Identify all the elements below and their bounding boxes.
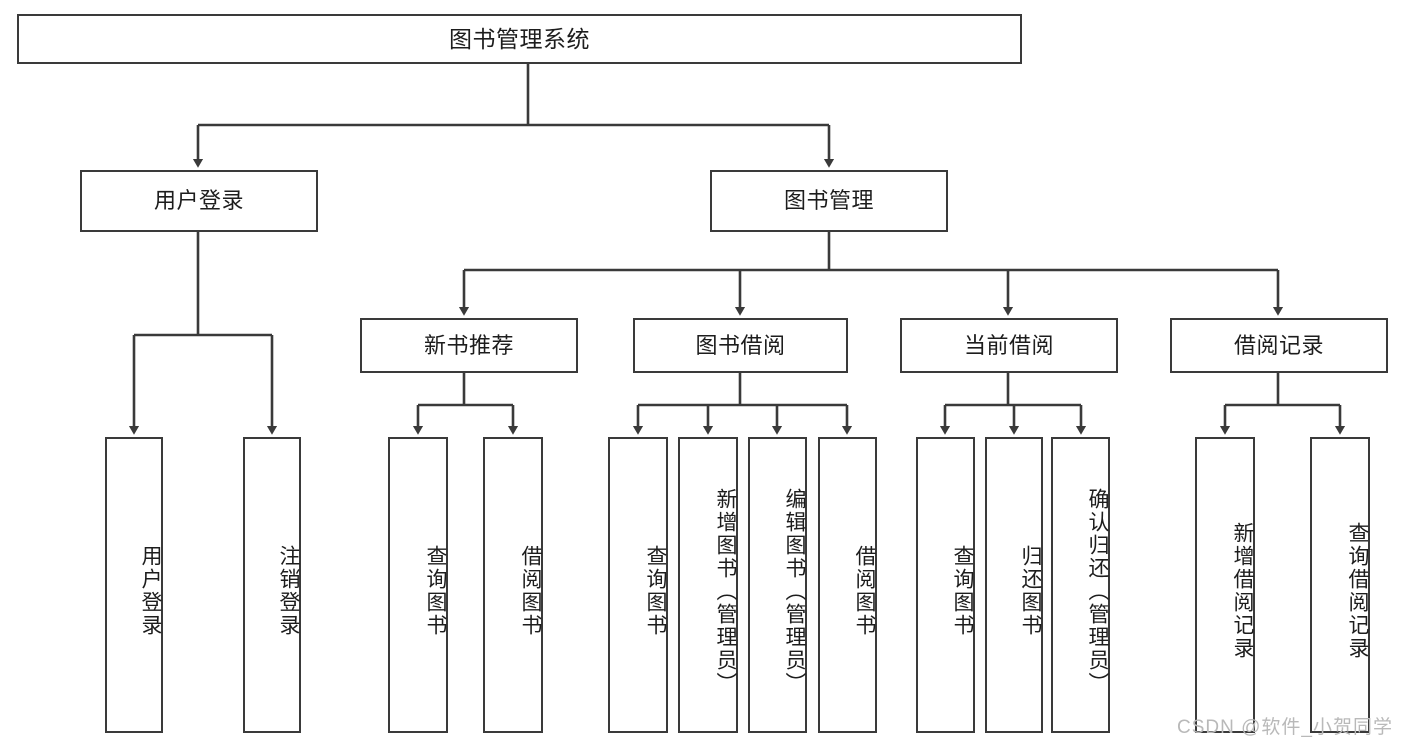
node-book-manage[interactable]: 图书管理 xyxy=(710,170,948,232)
node-leaf-label: 查询借阅记录 xyxy=(1346,522,1369,660)
node-leaf-borrow-record-query[interactable]: 查询借阅记录 xyxy=(1310,437,1370,733)
node-new-book-label: 新书推荐 xyxy=(423,332,514,358)
node-leaf-user-login-logout[interactable]: 注销登录 xyxy=(243,437,301,733)
node-leaf-label: 查询图书 xyxy=(951,545,974,637)
node-leaf-book-borrow-add[interactable]: 新增图书（管理员） xyxy=(678,437,738,733)
node-leaf-label: 确认归还（管理员） xyxy=(1086,487,1109,695)
node-book-borrow-label: 图书借阅 xyxy=(695,332,786,358)
node-root-label: 图书管理系统 xyxy=(449,25,590,52)
node-user-login-label: 用户登录 xyxy=(153,188,244,214)
node-book-borrow[interactable]: 图书借阅 xyxy=(633,318,848,373)
node-leaf-borrow-record-add[interactable]: 新增借阅记录 xyxy=(1195,437,1255,733)
node-new-book[interactable]: 新书推荐 xyxy=(360,318,578,373)
node-leaf-label: 新增图书（管理员） xyxy=(714,487,737,695)
node-leaf-label: 新增借阅记录 xyxy=(1231,522,1254,660)
node-leaf-book-borrow-query[interactable]: 查询图书 xyxy=(608,437,668,733)
node-leaf-new-book-query[interactable]: 查询图书 xyxy=(388,437,448,733)
node-leaf-label: 查询图书 xyxy=(424,545,447,637)
node-leaf-current-borrow-confirm[interactable]: 确认归还（管理员） xyxy=(1051,437,1110,733)
watermark: CSDN @软件_小贺同学 xyxy=(1177,717,1393,738)
node-leaf-label: 用户登录 xyxy=(139,545,162,637)
node-current-borrow-label: 当前借阅 xyxy=(963,332,1054,358)
node-book-manage-label: 图书管理 xyxy=(783,188,874,214)
node-leaf-label: 归还图书 xyxy=(1019,545,1042,637)
node-leaf-label: 借阅图书 xyxy=(519,545,542,637)
node-leaf-book-borrow-borrow[interactable]: 借阅图书 xyxy=(818,437,877,733)
node-leaf-label: 借阅图书 xyxy=(853,545,876,637)
node-leaf-label: 注销登录 xyxy=(277,545,300,637)
node-leaf-book-borrow-edit[interactable]: 编辑图书（管理员） xyxy=(748,437,807,733)
node-root[interactable]: 图书管理系统 xyxy=(17,14,1022,64)
node-leaf-label: 编辑图书（管理员） xyxy=(783,487,806,695)
node-leaf-current-borrow-return[interactable]: 归还图书 xyxy=(985,437,1043,733)
node-current-borrow[interactable]: 当前借阅 xyxy=(900,318,1118,373)
node-leaf-current-borrow-query[interactable]: 查询图书 xyxy=(916,437,975,733)
node-user-login[interactable]: 用户登录 xyxy=(80,170,318,232)
node-borrow-record-label: 借阅记录 xyxy=(1233,332,1324,358)
node-leaf-user-login-login[interactable]: 用户登录 xyxy=(105,437,163,733)
node-leaf-label: 查询图书 xyxy=(644,545,667,637)
node-borrow-record[interactable]: 借阅记录 xyxy=(1170,318,1388,373)
node-leaf-new-book-borrow[interactable]: 借阅图书 xyxy=(483,437,543,733)
